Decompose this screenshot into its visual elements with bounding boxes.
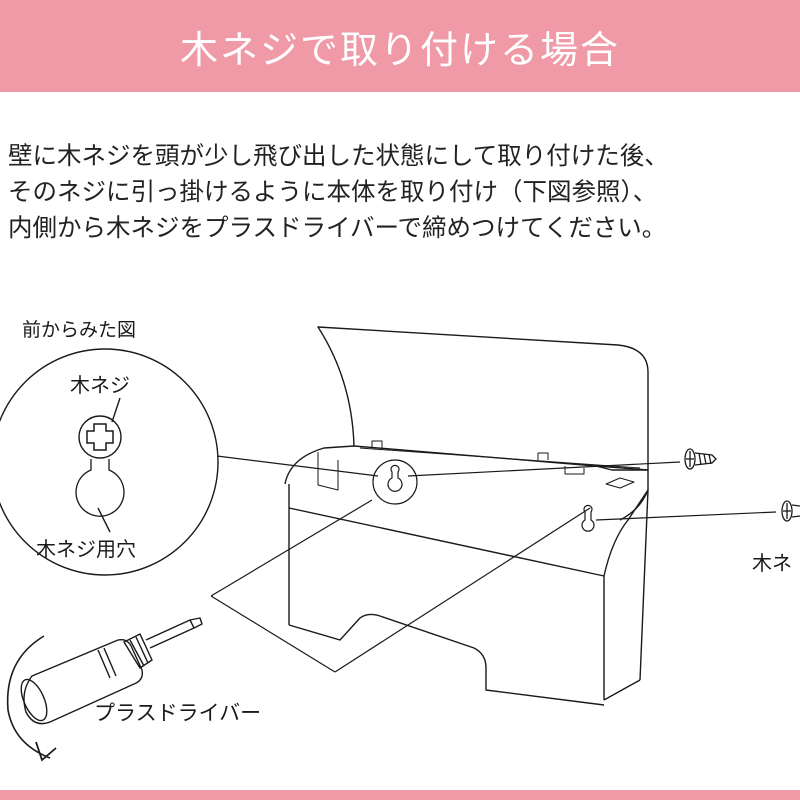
screw-guide-line — [595, 511, 777, 521]
page-title: 木ネジで取り付ける場合 — [179, 27, 620, 72]
cabinet-front-top-edge — [288, 507, 605, 577]
wood-screw-icon — [684, 448, 717, 470]
zoom-connector — [210, 595, 336, 673]
cabinet-side-top — [284, 445, 355, 485]
hinge-line — [359, 447, 641, 469]
screwdriver-label: プラスドライバー — [94, 701, 261, 725]
zoom-connector — [210, 499, 373, 597]
screw-guide-line — [407, 461, 681, 477]
cabinet-bottom-cutout — [288, 613, 605, 706]
title-banner: 木ネジで取り付ける場合 — [0, 0, 800, 92]
front-view-label: 前からみた図 — [22, 319, 136, 341]
right-screw-label: 木ネ — [752, 551, 792, 575]
screwdriver-icon — [20, 617, 203, 725]
screw-head-icon — [78, 415, 122, 459]
instruction-line: 内側から木ネジをプラスドライバーで締めつけてください。 — [8, 213, 667, 242]
instruction-line: 壁に木ネジを頭が少し飛び出した状態にして取り付けた後、 — [8, 141, 669, 170]
leader-line — [111, 397, 121, 423]
footer-band — [0, 790, 800, 800]
leader-line — [97, 507, 111, 533]
rotation-arrow-icon — [6, 635, 57, 762]
keyhole-slot-icon — [372, 459, 595, 532]
cabinet-box-icon — [284, 326, 649, 706]
instruction-text: 壁に木ネジを頭が少し飛び出した状態にして取り付けた後、 そのネジに引っ掛けるよう… — [8, 138, 798, 246]
screw-hole-label: 木ネジ用穴 — [36, 537, 136, 561]
zoom-connector — [216, 455, 379, 477]
zoom-connector — [334, 507, 591, 673]
keyhole-slot-icon — [75, 459, 125, 517]
screw-label: 木ネジ — [70, 373, 130, 397]
diagram-drawing: 前からみた図 木ネジ 木ネジ用穴 — [0, 319, 800, 762]
magnified-view — [0, 348, 219, 576]
wood-screw-icon — [781, 500, 800, 522]
installation-diagram: 前からみた図 木ネジ 木ネジ用穴 — [0, 300, 800, 790]
magnify-circle — [0, 348, 219, 576]
instruction-line: そのネジに引っ掛けるように本体を取り付け（下図参照）、 — [8, 177, 658, 206]
